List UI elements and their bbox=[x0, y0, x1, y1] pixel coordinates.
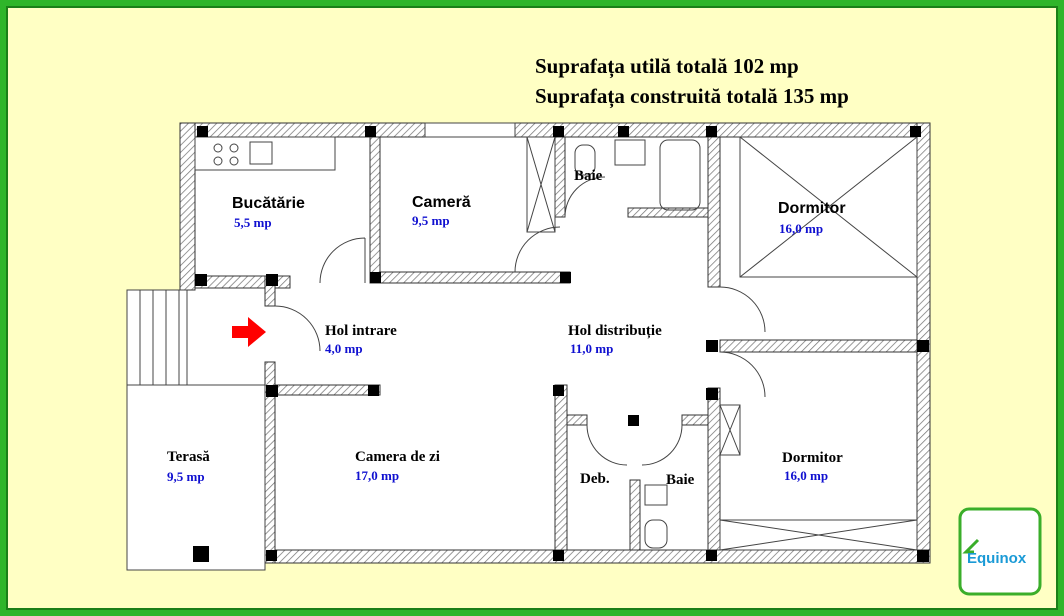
room-area: 16,0 mp bbox=[779, 221, 823, 236]
total-useful-area: Suprafața utilă totală 102 mp bbox=[535, 54, 799, 79]
room-name: Hol distribuție bbox=[568, 323, 662, 339]
room-name: Dormitor bbox=[782, 450, 843, 466]
room-area: 9,5 mp bbox=[167, 469, 205, 484]
room-area: 16,0 mp bbox=[784, 468, 828, 483]
room-name: Baie bbox=[574, 168, 603, 184]
room-area: 17,0 mp bbox=[355, 468, 399, 483]
equinox-logo: Equinox bbox=[958, 507, 1042, 596]
columns bbox=[193, 126, 929, 562]
room-area: 5,5 mp bbox=[234, 215, 272, 230]
total-built-area: Suprafața construită totală 135 mp bbox=[535, 84, 849, 109]
room-name: Dormitor bbox=[778, 200, 846, 217]
room-name: Hol intrare bbox=[325, 323, 397, 339]
room-name: Deb. bbox=[580, 471, 610, 487]
room-area: 9,5 mp bbox=[412, 213, 450, 228]
room-name: Bucătărie bbox=[232, 195, 305, 212]
entrance-arrow-icon bbox=[232, 317, 266, 347]
room-name: Cameră bbox=[412, 194, 471, 211]
logo-text: Equinox bbox=[967, 550, 1027, 567]
room-name: Camera de zi bbox=[355, 449, 440, 465]
room-name: Baie bbox=[666, 472, 695, 488]
room-area: 11,0 mp bbox=[570, 341, 613, 356]
fixtures bbox=[126, 122, 918, 571]
room-name: Terasă bbox=[167, 449, 210, 465]
room-area: 4,0 mp bbox=[325, 341, 363, 356]
